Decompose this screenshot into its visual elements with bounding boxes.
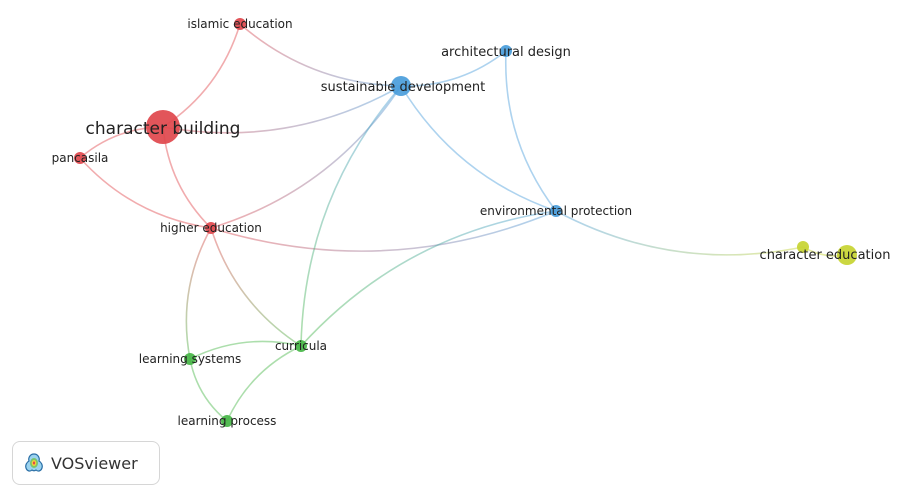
label-architectural-design: architectural design — [441, 45, 571, 60]
label-environmental-protection: environmental protection — [480, 204, 632, 218]
link-learning_systems-learning_process — [189, 358, 228, 422]
label-character-education: character education — [760, 248, 891, 263]
node-environmental-protection[interactable] — [550, 205, 562, 217]
link-character_building-islamic_education — [162, 23, 241, 128]
node-learning-systems[interactable] — [184, 353, 196, 365]
node-sustainable-development[interactable] — [391, 76, 411, 96]
link-character_building-sustainable_development — [162, 85, 402, 134]
label-sustainable-development: sustainable development — [321, 80, 485, 95]
link-environmental_protection-curricula — [300, 210, 557, 347]
link-higher_education-environmental_protection — [210, 210, 557, 252]
label-pancasila: pancasila — [52, 151, 109, 165]
link-curricula-learning_systems — [189, 340, 302, 360]
link-sustainable_development-environmental_protection — [400, 85, 557, 212]
link-sustainable_development-curricula — [300, 85, 402, 347]
link-higher_education-curricula — [210, 227, 302, 347]
label-curricula: curricula — [275, 339, 327, 353]
links-layer — [79, 23, 848, 422]
node-character-education-small[interactable] — [797, 241, 809, 253]
node-character-education[interactable] — [837, 245, 857, 265]
vosviewer-badge: VOSviewer — [12, 441, 160, 485]
link-higher_education-learning_systems — [185, 227, 212, 360]
label-learning-process: learning process — [178, 414, 277, 428]
link-islamic_education-sustainable_development — [239, 23, 402, 87]
link-curricula-learning_process — [226, 345, 302, 422]
link-architectural_design-environmental_protection — [504, 50, 557, 212]
node-character-building[interactable] — [146, 110, 180, 144]
node-islamic-education[interactable] — [234, 18, 246, 30]
link-environmental_protection-character_education_small — [555, 210, 804, 256]
vosviewer-brand-text: VOSviewer — [51, 453, 138, 473]
nodes-layer — [74, 18, 857, 427]
node-learning-process[interactable] — [221, 415, 233, 427]
node-higher-education[interactable] — [205, 222, 217, 234]
label-learning-systems: learning systems — [139, 352, 241, 366]
link-sustainable_development-architectural_design — [400, 50, 507, 87]
node-architectural-design[interactable] — [500, 45, 512, 57]
node-curricula[interactable] — [295, 340, 307, 352]
labels-layer: character building islamic education panca… — [52, 17, 891, 428]
label-character-building: character building — [86, 119, 241, 139]
node-pancasila[interactable] — [74, 152, 86, 164]
label-islamic-education: islamic education — [187, 17, 292, 31]
label-higher-education: higher education — [160, 221, 262, 235]
link-higher_education-sustainable_development — [210, 85, 402, 229]
link-pancasila-higher_education — [79, 157, 212, 229]
vosviewer-logo-icon — [25, 453, 43, 472]
